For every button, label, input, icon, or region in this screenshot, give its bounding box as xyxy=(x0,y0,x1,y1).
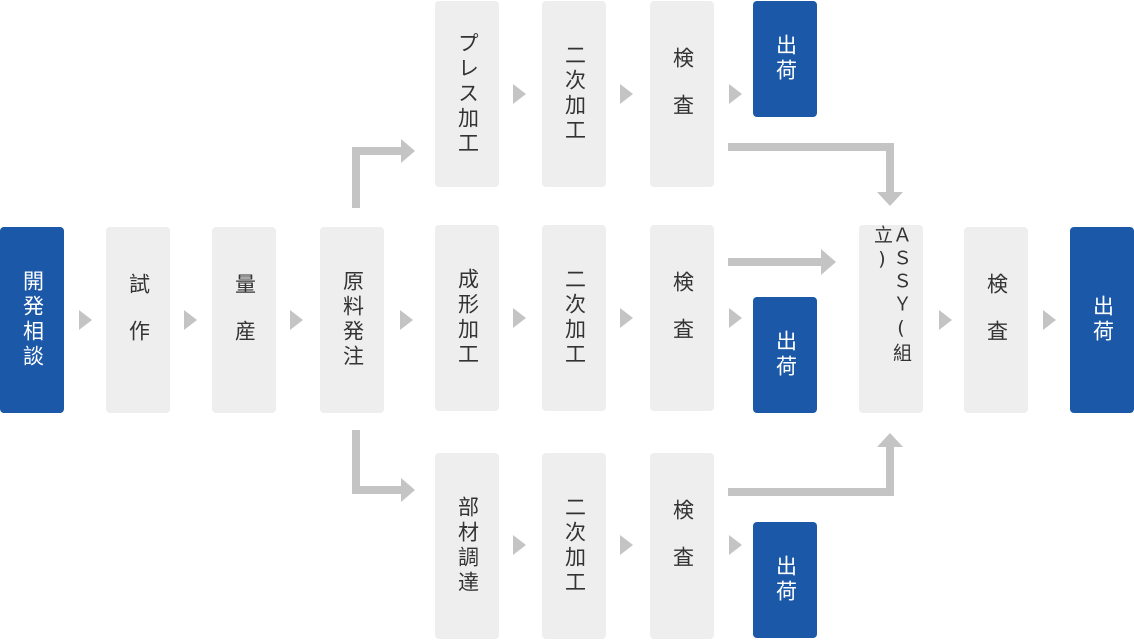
arrow-right xyxy=(184,310,197,330)
arrow-right xyxy=(729,84,742,104)
parts-procurement-label: 部材調達 xyxy=(455,496,480,596)
inspection-label: 検査 xyxy=(670,271,695,365)
inspection-box: 検査 xyxy=(650,225,714,411)
secondary-processing-box: 二次加工 xyxy=(542,1,606,187)
shipping-label: 出荷 xyxy=(773,34,798,84)
final-shipping-box: 出荷 xyxy=(1070,227,1134,413)
assy-box: ＡＳＳＹ(組立) xyxy=(859,225,923,413)
inspection-box: 検査 xyxy=(650,453,714,639)
parts-to-assy-arrowhead xyxy=(877,433,903,447)
molding-label: 成形加工 xyxy=(455,268,480,368)
shipping-box: 出荷 xyxy=(753,1,817,117)
final-shipping-label: 出荷 xyxy=(1090,295,1115,345)
consult-label: 開発相談 xyxy=(20,270,45,370)
secondary-processing-label: 二次加工 xyxy=(562,496,587,596)
mass-production-box: 量産 xyxy=(212,227,276,413)
arrow-right xyxy=(513,84,526,104)
branch-to-press-arrowhead xyxy=(401,139,415,163)
shipping-box: 出荷 xyxy=(753,522,817,638)
parts-to-assy-line xyxy=(728,446,894,496)
material-order-label: 原料発注 xyxy=(340,270,365,370)
press-to-assy-arrowhead xyxy=(877,192,903,206)
assy-label: ＡＳＳＹ(組立) xyxy=(871,225,912,366)
secondary-processing-box: 二次加工 xyxy=(542,453,606,639)
prototype-box: 試作 xyxy=(106,227,170,413)
arrow-right xyxy=(620,84,633,104)
arrow-right xyxy=(513,308,526,328)
arrow-right xyxy=(620,308,633,328)
final-inspection-box: 検査 xyxy=(964,227,1028,413)
arrow-right xyxy=(729,535,742,555)
arrow-right xyxy=(1043,310,1056,330)
branch-to-press-line xyxy=(352,147,402,208)
arrow-right xyxy=(729,308,742,328)
prototype-label: 試作 xyxy=(126,273,151,367)
arrow-right xyxy=(620,535,633,555)
press-box: プレス加工 xyxy=(435,1,499,187)
arrow-right xyxy=(79,310,92,330)
inspection-box: 検査 xyxy=(650,1,714,187)
shipping-box: 出荷 xyxy=(753,297,817,413)
branch-to-parts-line xyxy=(352,430,402,494)
final-inspection-label: 検査 xyxy=(984,273,1009,367)
material-order-box: 原料発注 xyxy=(320,227,384,413)
mass-production-label: 量産 xyxy=(232,273,257,367)
branch-to-parts-arrowhead xyxy=(401,478,415,502)
shipping-label: 出荷 xyxy=(773,330,798,380)
molding-box: 成形加工 xyxy=(435,225,499,411)
secondary-processing-label: 二次加工 xyxy=(562,268,587,368)
molding-to-assy-arrowhead xyxy=(821,249,836,275)
consult-box: 開発相談 xyxy=(0,227,64,413)
press-to-assy-line xyxy=(728,143,894,193)
arrow-right xyxy=(400,310,413,330)
arrow-right xyxy=(513,535,526,555)
inspection-label: 検査 xyxy=(670,499,695,593)
secondary-processing-label: 二次加工 xyxy=(562,44,587,144)
arrow-right xyxy=(290,310,303,330)
parts-procurement-box: 部材調達 xyxy=(435,453,499,639)
shipping-label: 出荷 xyxy=(773,555,798,605)
secondary-processing-box: 二次加工 xyxy=(542,225,606,411)
press-label: プレス加工 xyxy=(455,31,480,157)
inspection-label: 検査 xyxy=(670,47,695,141)
arrow-right xyxy=(939,310,952,330)
